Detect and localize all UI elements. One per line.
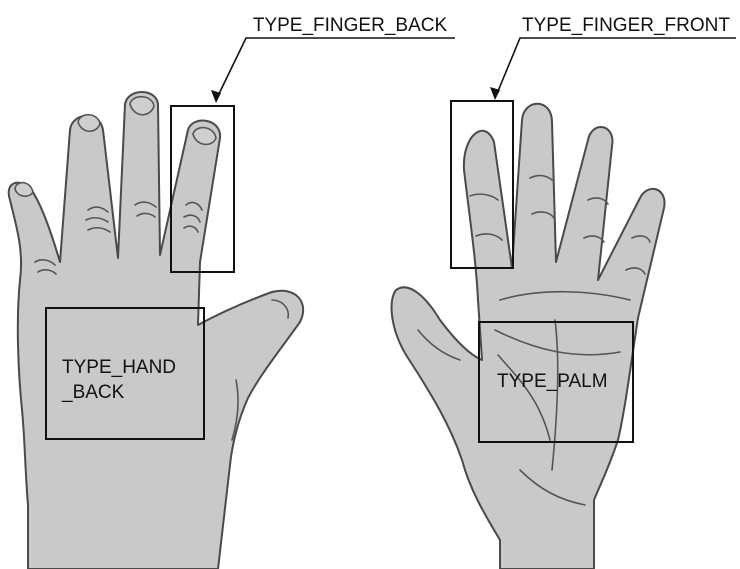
label-finger-front: TYPE_FINGER_FRONT [522,15,730,36]
nail-middle [130,97,154,115]
palm-of-hand-illustration [392,104,665,569]
back-of-hand-illustration [9,92,303,569]
nail-ring [78,115,100,132]
label-hand-back-line2: _BACK [61,382,125,403]
finger-front-callout [490,38,736,100]
finger-back-callout [211,38,455,103]
label-palm: TYPE_PALM [497,371,608,392]
label-finger-back: TYPE_FINGER_BACK [253,15,448,36]
nail-pinky [15,183,33,197]
label-hand-back-line1: TYPE_HAND [62,357,176,378]
